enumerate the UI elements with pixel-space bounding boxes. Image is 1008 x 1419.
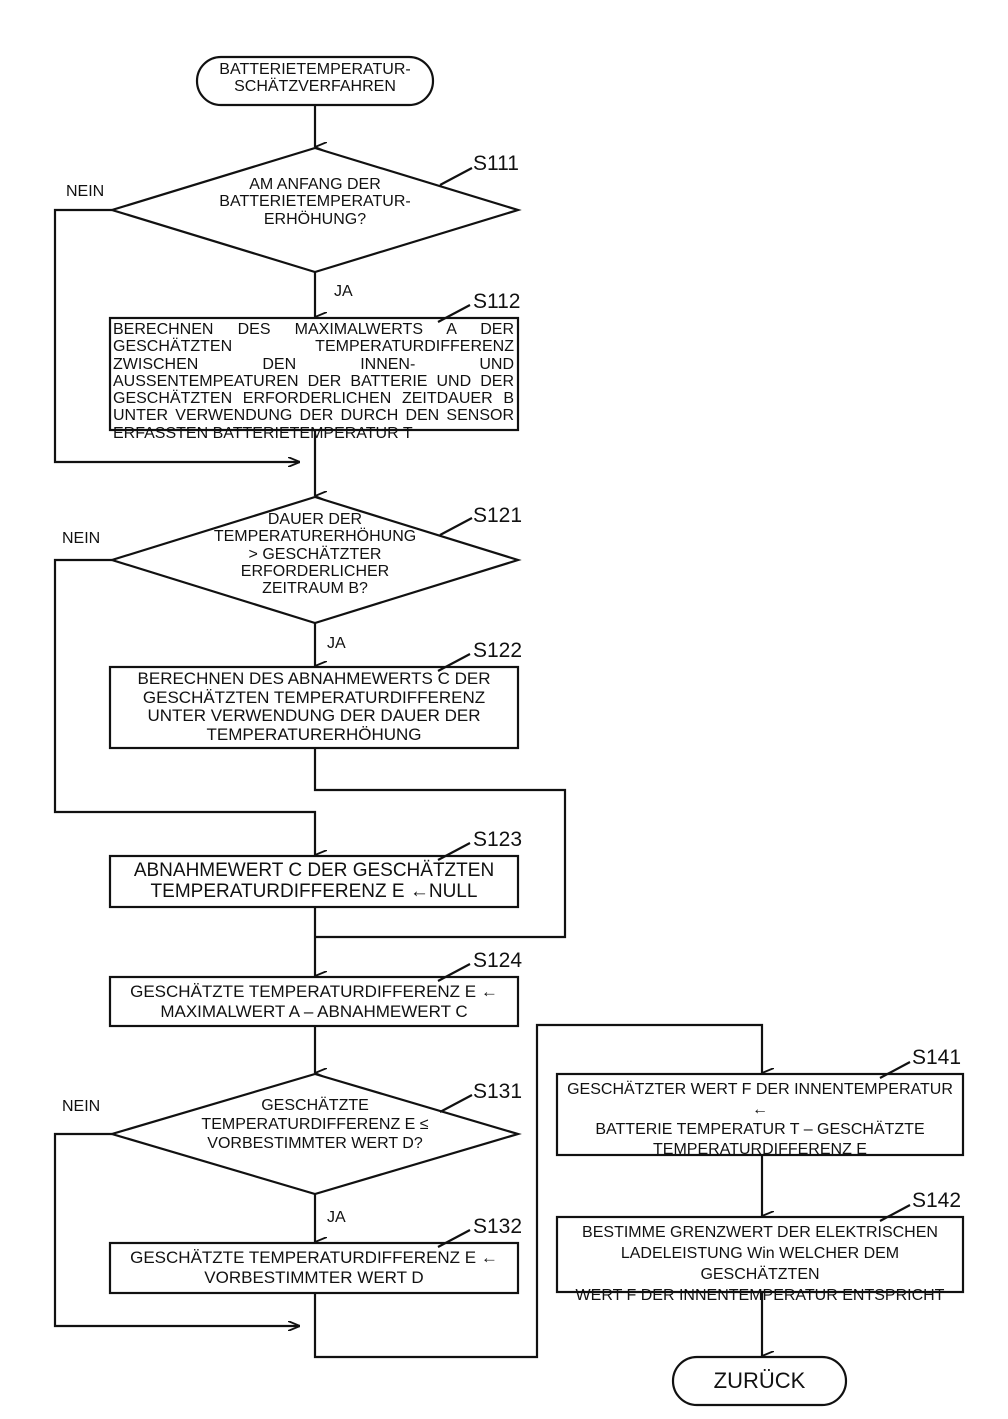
s121-no-label: NEIN <box>62 530 100 548</box>
process-s142-text: BESTIMME GRENZWERT DER ELEKTRISCHEN LADE… <box>560 1222 960 1306</box>
step-label-s141: S141 <box>912 1046 961 1070</box>
s131-no-label: NEIN <box>62 1098 100 1116</box>
process-s132-text: GESCHÄTZTE TEMPERATURDIFFERENZ E ← VORBE… <box>112 1248 516 1288</box>
step-label-s112: S112 <box>473 290 521 314</box>
step-label-s142: S142 <box>912 1189 961 1213</box>
leader-s121 <box>440 518 472 535</box>
step-label-s121: S121 <box>473 504 522 528</box>
start-terminal-label: BATTERIETEMPERATUR- SCHÄTZVERFAHREN <box>200 61 430 96</box>
process-s123-text: ABNAHMEWERT C DER GESCHÄTZTEN TEMPERATUR… <box>112 860 516 902</box>
end-terminal-label: ZURÜCK <box>676 1369 843 1393</box>
process-s141-text: GESCHÄTZTER WERT F DER INNENTEMPERATUR ←… <box>560 1080 960 1160</box>
path-s122-bypass <box>315 748 565 937</box>
step-label-s111: S111 <box>473 152 519 176</box>
decision-s131-text: GESCHÄTZTE TEMPERATURDIFFERENZ E ≤ VORBE… <box>200 1096 430 1153</box>
leader-s111 <box>440 168 472 185</box>
step-label-s123: S123 <box>473 828 522 852</box>
s121-yes-label: JA <box>327 635 346 653</box>
decision-s121-text: DAUER DER TEMPERATURERHÖHUNG > GESCHÄTZT… <box>200 511 430 597</box>
step-label-s131: S131 <box>473 1080 522 1104</box>
s111-yes-label: JA <box>334 283 353 301</box>
s111-no-label: NEIN <box>66 183 104 201</box>
decision-s111-text: AM ANFANG DER BATTERIETEMPERATUR- ERHÖHU… <box>200 176 430 228</box>
process-s112-text: BERECHNEN DES MAXIMALWERTS A DER GESCHÄT… <box>113 321 514 442</box>
process-s124-text: GESCHÄTZTE TEMPERATURDIFFERENZ E ← MAXIM… <box>112 982 516 1022</box>
process-s122-text: BERECHNEN DES ABNAHMEWERTS C DER GESCHÄT… <box>112 670 516 744</box>
s131-yes-label: JA <box>327 1209 346 1227</box>
step-label-s132: S132 <box>473 1215 522 1239</box>
step-label-s122: S122 <box>473 639 522 663</box>
leader-s131 <box>440 1095 472 1112</box>
step-label-s124: S124 <box>473 949 522 973</box>
